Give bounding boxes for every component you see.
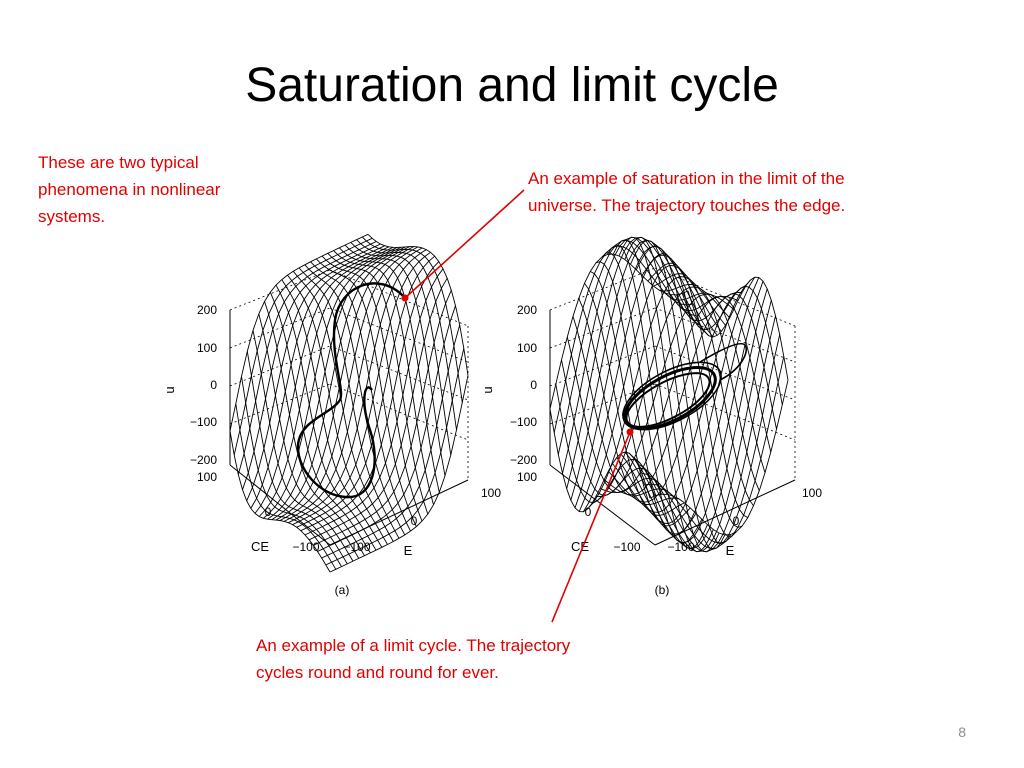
plot-a-e-label: E (404, 543, 413, 558)
plot-b-mesh (549, 236, 789, 553)
plot-b-e-tick: −100 (667, 540, 694, 554)
plot-b-e-tick: 100 (802, 486, 822, 500)
plot-a-caption: (a) (335, 583, 350, 597)
plot-a-ce-tick: 100 (197, 470, 217, 484)
plot-b-z-tick: −200 (510, 453, 537, 467)
plot-b-limit-cycle (622, 343, 747, 431)
plot-b-caption: (b) (655, 583, 670, 597)
plot-b-z-tick: 0 (530, 378, 537, 392)
plot-a-e-tick: 100 (481, 486, 501, 500)
plot-b-z-tick: −100 (510, 415, 537, 429)
plot-b: 200 100 0 −100 −200 u 100 0 −100 CE −100… (480, 236, 822, 597)
plot-b-e-label: E (726, 543, 735, 558)
plot-a-z-label: u (162, 386, 177, 393)
plot-b-z-tick: 100 (517, 341, 537, 355)
limit-cycle-pointer-line (551, 431, 631, 623)
intro-note: These are two typical phenomena in nonli… (38, 153, 221, 226)
plot-b-z-tick: 200 (517, 303, 537, 317)
plot-a-ce-tick: 0 (265, 505, 272, 519)
plot-b-ce-tick: 0 (585, 505, 592, 519)
plot-a-e-tick: 0 (411, 514, 418, 528)
plot-a-z-tick: −200 (190, 453, 217, 467)
annotation-pointers (401, 189, 634, 623)
plot-b-box (549, 267, 796, 480)
saturation-note: An example of saturation in the limit of… (528, 169, 846, 215)
plot-a-box (229, 269, 469, 480)
plot-a: 200 100 0 −100 −200 u 100 0 −100 CE −100… (162, 233, 501, 597)
limit-cycle-pointer-dot (626, 428, 634, 436)
plot-b-z-label: u (480, 386, 495, 393)
plot-b-ce-tick: −100 (613, 540, 640, 554)
limit-cycle-note: An example of a limit cycle. The traject… (256, 636, 571, 682)
plot-a-mesh (229, 233, 469, 573)
plot-a-trajectory (296, 282, 406, 499)
plot-a-z-tick: 0 (210, 378, 217, 392)
plot-a-e-tick: −100 (343, 540, 370, 554)
plot-a-z-tick: −100 (190, 415, 217, 429)
plot-a-ce-label: CE (251, 539, 269, 554)
saturation-pointer-dot (401, 294, 409, 302)
plot-a-z-tick: 200 (197, 303, 217, 317)
plot-a-z-tick: 100 (197, 341, 217, 355)
plot-b-ce-tick: 100 (517, 470, 537, 484)
slide-title: Saturation and limit cycle (245, 59, 779, 112)
slide-number: 8 (958, 724, 966, 740)
plot-a-ce-tick: −100 (292, 540, 319, 554)
plot-b-e-tick: 0 (733, 514, 740, 528)
saturation-pointer-line (404, 189, 525, 299)
